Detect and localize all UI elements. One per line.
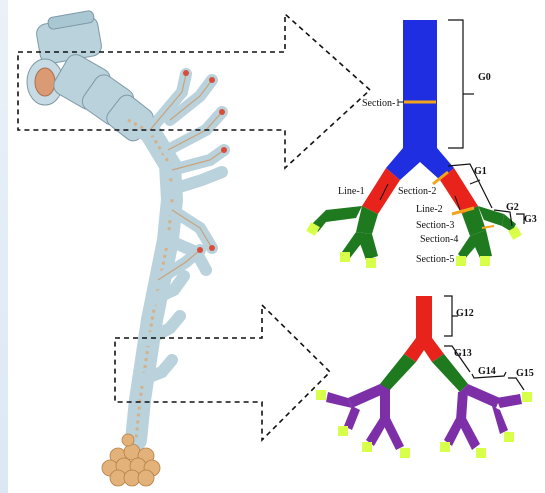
tube-g12	[416, 296, 432, 340]
line-2-label: Line-2	[416, 204, 443, 215]
upper-airway-model	[306, 20, 522, 268]
section-3-label: Section-3	[416, 220, 454, 231]
g15-label: G15	[516, 368, 534, 379]
g12-label: G12	[456, 308, 474, 319]
g14-label: G14	[478, 366, 496, 377]
g3-label: G3	[524, 214, 537, 225]
g2-label: G2	[506, 202, 519, 213]
section-5-label: Section-5	[416, 254, 454, 265]
alveoli-cluster	[102, 434, 160, 486]
lung-airway-illustration	[27, 10, 227, 486]
lower-airway-model	[316, 296, 532, 458]
g13-label: G13	[454, 348, 472, 359]
trachea-g0	[403, 20, 437, 150]
section-1-label: Section-1	[362, 98, 400, 109]
section-4-label: Section-4	[420, 234, 458, 245]
bronchiole-branches	[142, 74, 224, 380]
line-1-label: Line-1	[338, 186, 365, 197]
g1-label: G1	[474, 166, 487, 177]
g0-label: G0	[478, 72, 491, 83]
section-2-label: Section-2	[398, 186, 436, 197]
